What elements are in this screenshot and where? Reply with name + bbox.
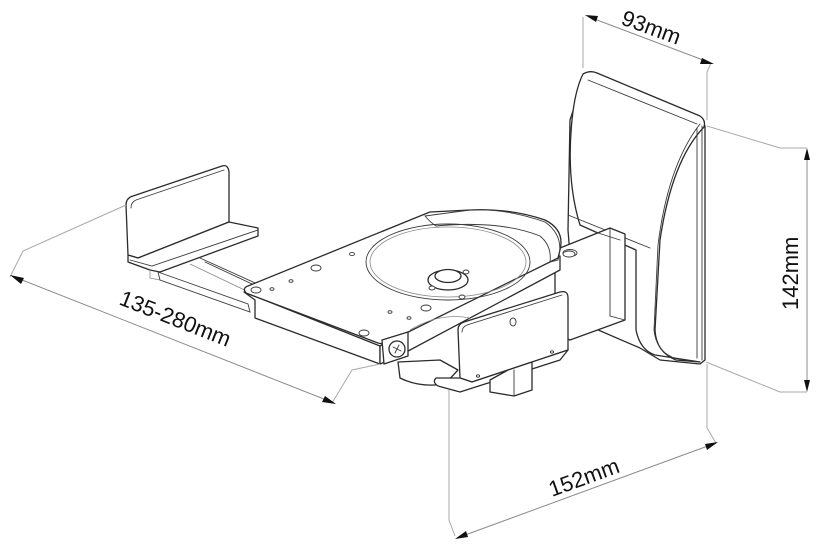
dimension-152mm: 152mm bbox=[455, 442, 718, 539]
label-93mm: 93mm bbox=[618, 5, 684, 49]
left-clamp-jaw bbox=[125, 164, 259, 281]
extension-lines bbox=[9, 17, 807, 537]
rotating-top-plate bbox=[243, 209, 576, 365]
dimension-142mm: 142mm bbox=[778, 148, 810, 392]
label-135-280mm: 135-280mm bbox=[116, 285, 234, 351]
label-152mm: 152mm bbox=[545, 453, 622, 502]
label-142mm: 142mm bbox=[778, 237, 803, 310]
adjustment-knob bbox=[381, 331, 409, 365]
dimension-93mm: 93mm bbox=[585, 5, 714, 64]
right-clamp-jaw bbox=[433, 290, 569, 397]
